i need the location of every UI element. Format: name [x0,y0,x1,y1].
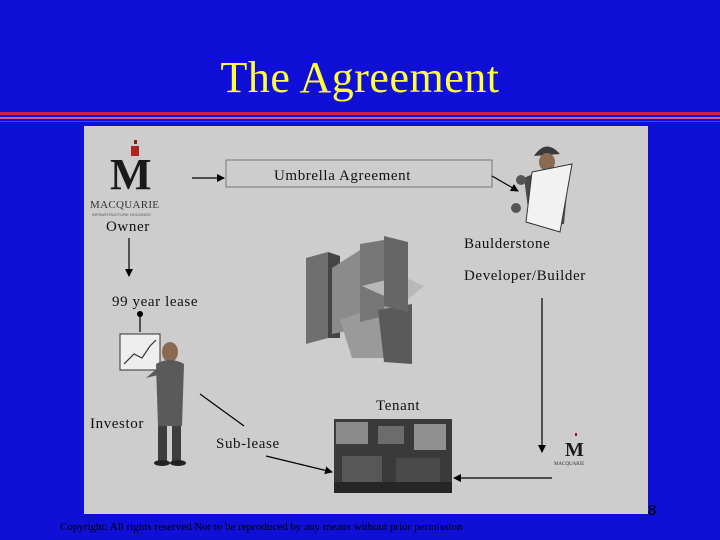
investor-label: Investor [90,416,144,432]
builder-clipart [511,146,572,232]
diagram-panel: M MACQUARIE INFRASTRUCTURE HOLDINGS Umbr… [84,126,648,514]
lease-label: 99 year lease [112,294,198,310]
lease-connector-dot [137,311,143,317]
buildings-clipart [306,236,424,364]
tenant-office-photo [334,419,452,493]
title-rule [0,117,720,119]
slide-title: The Agreement [0,52,720,104]
copyright-notice: Copyright: All rights reserved Not to be… [60,521,462,533]
macquarie-logo-small: M MACQUARIE [554,433,584,467]
macquarie-logo: M MACQUARIE INFRASTRUCTURE HOLDINGS [90,140,159,217]
arrow-agreement-to-builder [492,176,518,191]
logo-subtitle: INFRASTRUCTURE HOLDINGS [92,212,151,217]
umbrella-agreement-label: Umbrella Agreement [274,168,411,184]
agreement-diagram: M MACQUARIE INFRASTRUCTURE HOLDINGS Umbr… [84,126,648,514]
arrow-sublease-to-tenant [266,456,332,472]
page-number: 8 [648,502,656,519]
title-rule [0,112,720,115]
sub-lease-label: Sub-lease [216,436,280,452]
small-logo-wordmark: MACQUARIE [554,462,584,467]
developer-builder-label: Developer/Builder [464,268,586,284]
baulderstone-label: Baulderstone [464,236,550,252]
svg-text:M: M [110,150,152,199]
tenant-label: Tenant [376,398,420,414]
title-rule [0,121,720,122]
logo-wordmark: MACQUARIE [90,199,159,211]
investor-clipart [120,334,186,466]
owner-label: Owner [106,219,150,235]
connector-investor-to-sublease [200,394,244,426]
svg-text:M: M [565,439,584,461]
